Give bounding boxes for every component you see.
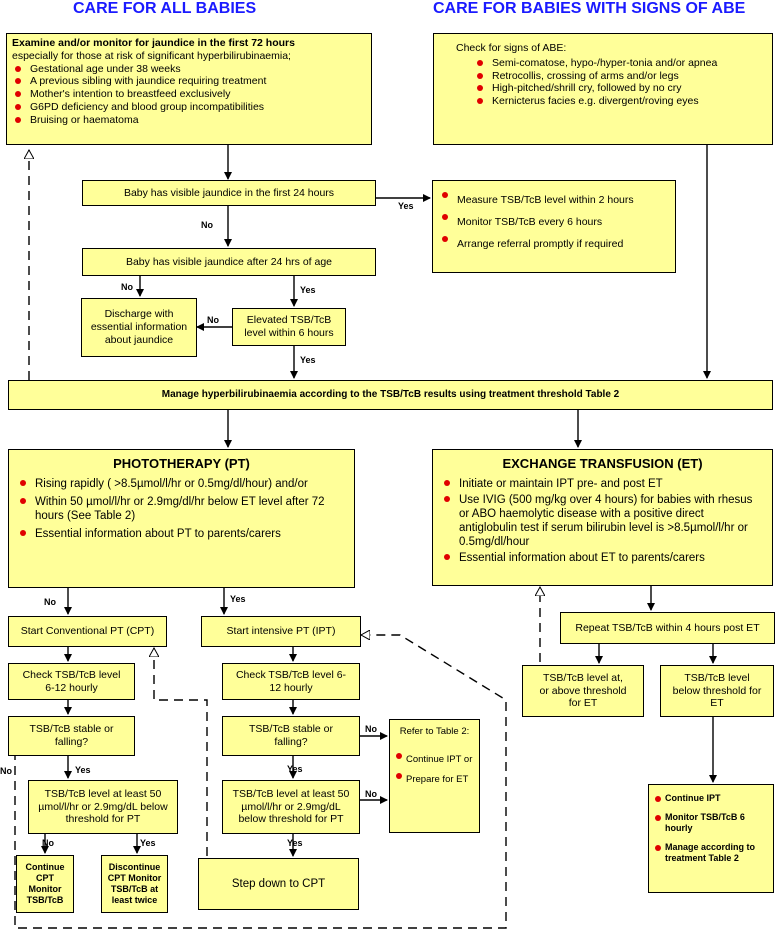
et-list: Initiate or maintain IPT pre- and post E… <box>441 477 764 565</box>
start-ipt-box: Start intensive PT (IPT) <box>201 616 361 647</box>
start-cpt-box: Start Conventional PT (CPT) <box>8 616 167 647</box>
measure-item: Monitor TSB/TcB every 6 hours <box>439 211 669 233</box>
refer-list: Continue IPT or Prepare for ET <box>393 750 476 790</box>
pt-list: Rising rapidly ( >8.5µmol/l/hr or 0.5mg/… <box>17 477 346 541</box>
measure-item: Measure TSB/TcB level within 2 hours <box>439 189 669 211</box>
abe-sign-item: Retrocollis, crossing of arms and/or leg… <box>474 70 764 83</box>
examine-box: Examine and/or monitor for jaundice in t… <box>6 33 372 145</box>
abe-sign-item: Kernicterus facies e.g. divergent/roving… <box>474 95 764 108</box>
header-care-abe: CARE FOR BABIES WITH SIGNS OF ABE <box>433 0 746 17</box>
no-label: No <box>207 315 219 325</box>
et-item: Initiate or maintain IPT pre- and post E… <box>441 477 764 491</box>
abe-title: Check for signs of ABE: <box>456 42 567 54</box>
yes-label: Yes <box>287 764 303 774</box>
discontinue-cpt-box: Discontinue CPT Monitor TSB/TcB at least… <box>101 855 168 913</box>
examine-title: Examine and/or monitor for jaundice in t… <box>12 37 295 49</box>
pt-item: Within 50 µmol/l/hr or 2.9mg/dl/hr below… <box>17 495 346 523</box>
jaundice-after-24h-box: Baby has visible jaundice after 24 hrs o… <box>82 248 376 276</box>
risk-factor-item: Gestational age under 38 weeks <box>12 63 366 76</box>
final-item: Monitor TSB/TcB 6 hourly <box>652 812 770 834</box>
risk-factors-list: Gestational age under 38 weeks A previou… <box>12 63 366 127</box>
yes-label: Yes <box>398 201 414 211</box>
yes-label: Yes <box>300 355 316 365</box>
step-down-box: Step down to CPT <box>198 858 359 910</box>
refer-item: Prepare for ET <box>393 770 476 790</box>
phototherapy-box: PHOTOTHERAPY (PT) Rising rapidly ( >8.5µ… <box>8 449 355 588</box>
et-item: Use IVIG (500 mg/kg over 4 hours) for ba… <box>441 493 764 549</box>
header-care-all-babies: CARE FOR ALL BABIES <box>73 0 257 17</box>
refer-item: Continue IPT or <box>393 750 476 770</box>
measure-list: Measure TSB/TcB level within 2 hours Mon… <box>439 189 669 255</box>
et-item: Essential information about ET to parent… <box>441 551 764 565</box>
pt-item: Essential information about PT to parent… <box>17 527 346 541</box>
no-label: No <box>42 838 54 848</box>
no-label: No <box>365 724 377 734</box>
repeat-tsb-box: Repeat TSB/TcB within 4 hours post ET <box>560 612 775 644</box>
manage-box: Manage hyperbilirubinaemia according to … <box>8 380 773 410</box>
final-actions-box: Continue IPT Monitor TSB/TcB 6 hourly Ma… <box>648 784 774 893</box>
check-ipt-box: Check TSB/TcB level 6-12 hourly <box>222 663 360 700</box>
pt-item: Rising rapidly ( >8.5µmol/l/hr or 0.5mg/… <box>17 477 346 491</box>
yes-label: Yes <box>287 838 303 848</box>
abe-signs-box: Check for signs of ABE: Semi-comatose, h… <box>433 33 773 145</box>
elevated-tsb-box: Elevated TSB/TcB level within 6 hours <box>232 308 346 346</box>
examine-subtitle: especially for those at risk of signific… <box>12 49 291 62</box>
risk-factor-item: Bruising or haematoma <box>12 114 366 127</box>
refer-table2-box: Refer to Table 2: Continue IPT or Prepar… <box>389 719 480 833</box>
pt-title: PHOTOTHERAPY (PT) <box>113 456 250 471</box>
no-label: No <box>0 766 12 776</box>
et-title: EXCHANGE TRANSFUSION (ET) <box>502 456 703 471</box>
atleast-ipt-box: TSB/TcB level at least 50 µmol/l/hr or 2… <box>222 780 360 834</box>
at-above-threshold-box: TSB/TcB level at, or above threshold for… <box>522 665 644 717</box>
stable-ipt-box: TSB/TcB stable or falling? <box>222 716 360 756</box>
no-label: No <box>44 597 56 607</box>
final-actions-list: Continue IPT Monitor TSB/TcB 6 hourly Ma… <box>652 793 770 864</box>
jaundice-first-24h-box: Baby has visible jaundice in the first 2… <box>82 180 376 206</box>
continue-cpt-box: Continue CPT Monitor TSB/TcB <box>16 855 74 913</box>
yes-label: Yes <box>300 285 316 295</box>
no-label: No <box>201 220 213 230</box>
discharge-box: Discharge with essential information abo… <box>81 298 197 357</box>
abe-sign-item: High-pitched/shrill cry, followed by no … <box>474 82 764 95</box>
below-threshold-box: TSB/TcB level below threshold for ET <box>660 665 774 717</box>
risk-factor-item: Mother's intention to breastfeed exclusi… <box>12 88 366 101</box>
measure-item: Arrange referral promptly if required <box>439 233 669 255</box>
exchange-transfusion-box: EXCHANGE TRANSFUSION (ET) Initiate or ma… <box>432 449 773 586</box>
atleast-cpt-box: TSB/TcB level at least 50 µmol/l/hr or 2… <box>28 780 178 834</box>
check-cpt-box: Check TSB/TcB level 6-12 hourly <box>8 663 135 700</box>
no-label: No <box>365 789 377 799</box>
yes-label: Yes <box>75 765 91 775</box>
stable-cpt-box: TSB/TcB stable or falling? <box>8 716 135 756</box>
yes-label: Yes <box>140 838 156 848</box>
yes-label: Yes <box>230 594 246 604</box>
abe-signs-list: Semi-comatose, hypo-/hyper-tonia and/or … <box>474 57 764 108</box>
risk-factor-item: G6PD deficiency and blood group incompat… <box>12 101 366 114</box>
risk-factor-item: A previous sibling with jaundice requiri… <box>12 75 366 88</box>
final-item: Manage according to treatment Table 2 <box>652 842 770 864</box>
final-item: Continue IPT <box>652 793 770 804</box>
abe-sign-item: Semi-comatose, hypo-/hyper-tonia and/or … <box>474 57 764 70</box>
refer-title: Refer to Table 2: <box>399 726 470 737</box>
measure-box: Measure TSB/TcB level within 2 hours Mon… <box>432 180 676 273</box>
no-label: No <box>121 282 133 292</box>
